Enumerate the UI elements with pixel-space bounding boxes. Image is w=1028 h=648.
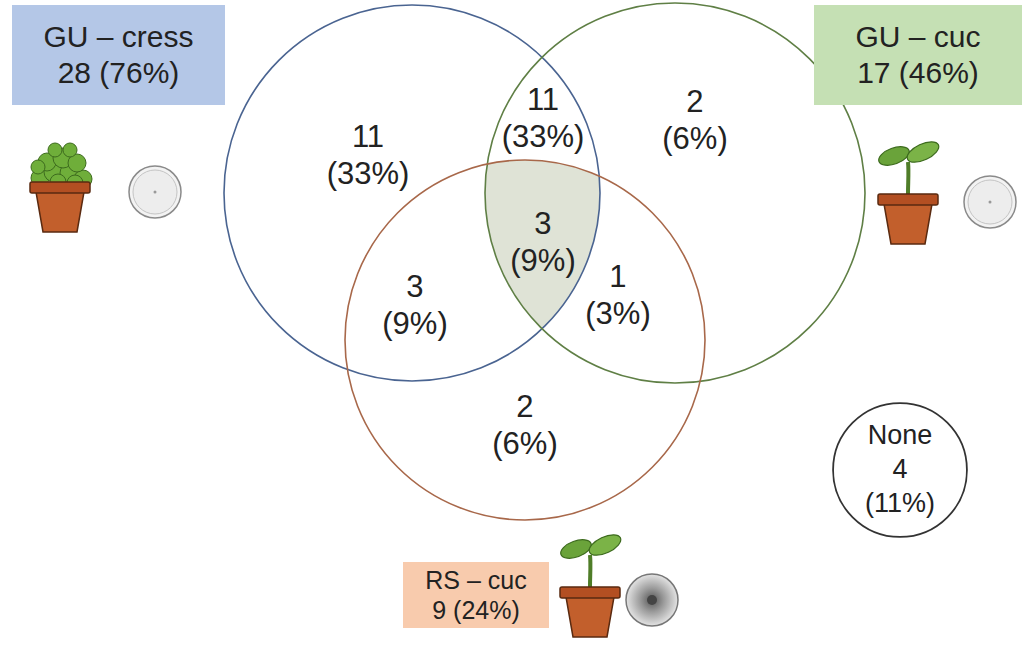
petri-dish <box>129 166 181 218</box>
node-text: None 4 (11%) <box>865 419 935 520</box>
petri-dish <box>964 176 1016 228</box>
region-count: 11 (33%) <box>502 81 585 155</box>
region-count: 3 (9%) <box>382 268 447 342</box>
triple-overlap <box>345 160 705 520</box>
venn-circle <box>224 5 600 381</box>
region-count: 11 (33%) <box>327 118 410 192</box>
cucumber-pot <box>558 531 624 637</box>
rs-petri-dish <box>626 574 678 626</box>
none-circle: None 4 (11%) <box>831 401 969 539</box>
label-box: RS – cuc9 (24%) <box>403 562 549 628</box>
region-count: 3 (9%) <box>510 205 575 279</box>
label-box: GU – cuc17 (46%) <box>814 5 1022 105</box>
region-count: 1 (3%) <box>585 258 650 332</box>
label-box: GU – cress28 (76%) <box>12 5 225 105</box>
box-title: GU – cress <box>43 19 193 55</box>
box-title: RS – cuc <box>425 565 526 595</box>
box-count: 9 (24%) <box>432 595 520 625</box>
cress-pot <box>30 143 92 232</box>
box-count: 17 (46%) <box>857 55 979 91</box>
box-title: GU – cuc <box>855 19 980 55</box>
venn-circle <box>485 3 865 383</box>
venn-circle <box>345 160 705 520</box>
box-count: 28 (76%) <box>58 55 180 91</box>
cucumber-pot <box>876 138 942 244</box>
region-count: 2 (6%) <box>662 83 727 157</box>
region-count: 2 (6%) <box>492 388 557 462</box>
